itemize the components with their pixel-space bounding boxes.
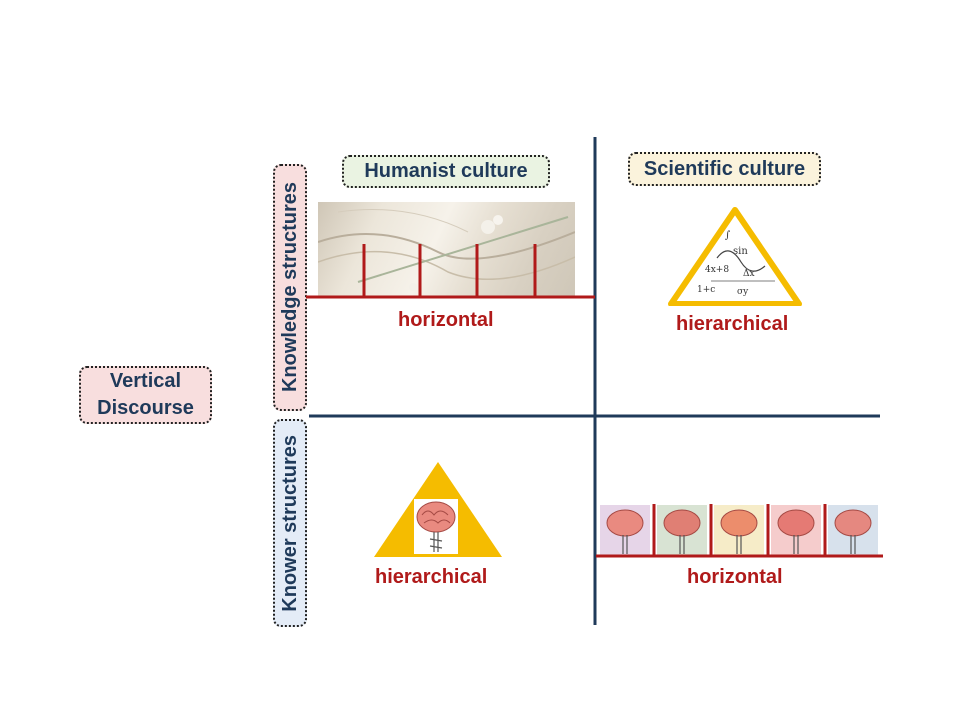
humanist-knowledge-label: horizontal [398,309,494,331]
humanist-culture-text: Humanist culture [364,160,528,182]
books-sketch [318,209,575,291]
knower-structures-text: Knower structures [279,434,301,612]
vertical-discourse-line1: Vertical [109,370,182,392]
svg-text:Δx: Δx [743,269,755,279]
humanist-culture-header: Humanist culture [342,155,550,188]
vertical-discourse-line2: Discourse [97,397,194,419]
vertical-discourse-label: Vertical Discourse [79,366,212,424]
brain-icon-2 [663,509,701,554]
horizontal-knowledge-bar [306,244,595,299]
brain-icon-3 [720,509,758,554]
knowledge-structures-label: Knowledge structures [273,164,307,411]
svg-text:σy: σy [737,287,749,297]
scientific-culture-header: Scientific culture [628,152,821,186]
scientific-culture-text: Scientific culture [643,157,806,180]
brain-icon-1 [606,509,644,554]
svg-text:∫: ∫ [725,230,730,241]
scientific-knowledge-label: hierarchical [676,313,789,335]
svg-text:sin: sin [733,246,748,257]
svg-text:4x+8: 4x+8 [705,265,729,275]
formula-triangle-icon: ∫ sin 4x+8 Δx 1+c σy [668,207,802,306]
open-books-image [318,202,575,297]
svg-text:1+c: 1+c [697,285,715,295]
knower-structures-label: Knower structures [273,419,307,627]
knowledge-structures-text: Knowledge structures [279,182,301,393]
brain-tile-icons [606,509,872,554]
horizontal-knower-bar [596,504,883,558]
scientific-knower-label: horizontal [687,566,783,588]
brain-icon [416,501,456,552]
brain-icon-5 [834,509,872,554]
brain-icon-4 [777,509,815,554]
humanist-knower-label: hierarchical [375,566,488,588]
